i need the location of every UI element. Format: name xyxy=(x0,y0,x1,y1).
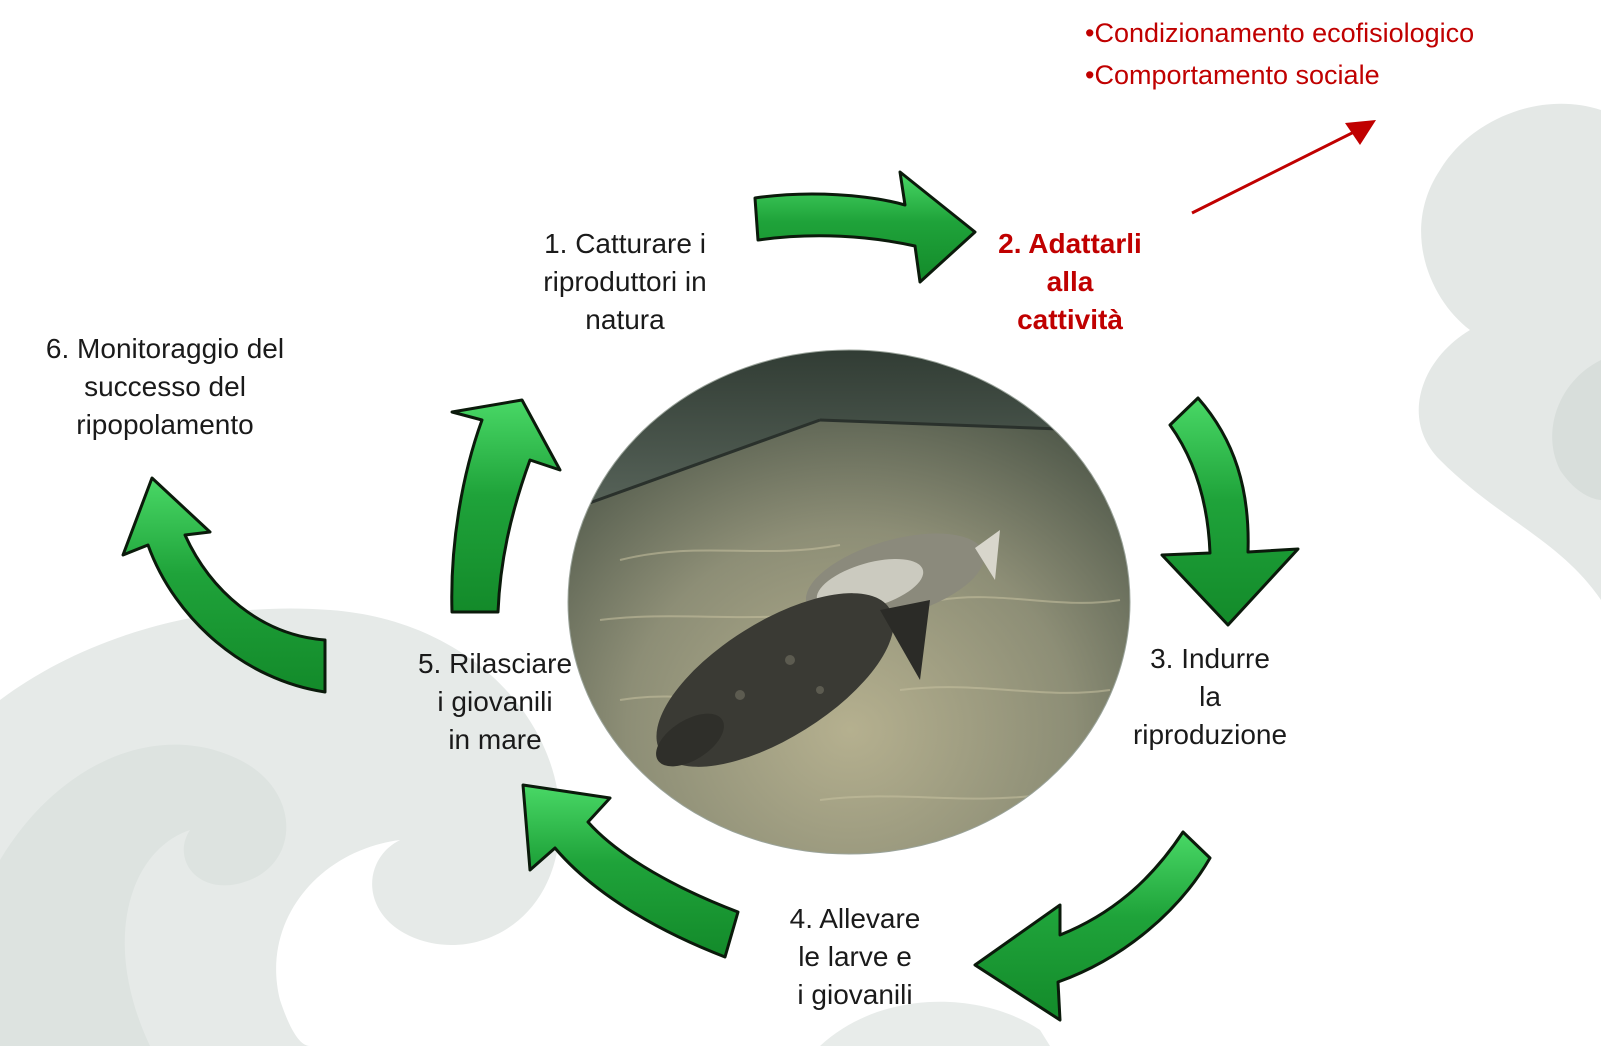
arrow-to-step6 xyxy=(123,478,325,692)
note-item: •Comportamento sociale xyxy=(1085,54,1474,96)
arrow-step3-to-step4 xyxy=(975,832,1210,1020)
arrow-step1-to-step2 xyxy=(755,172,975,282)
step-6-label: 6. Monitoraggio del successo del ripopol… xyxy=(0,330,330,444)
arrow-step2-to-step3 xyxy=(1162,398,1298,625)
step-4-label: 4. Allevare le larve e i giovanili xyxy=(755,900,955,1014)
step-5-label: 5. Rilasciare i giovanili in mare xyxy=(390,645,600,759)
arrow-step5-to-step1 xyxy=(452,400,560,612)
step-2-label: 2. Adattarli alla cattività xyxy=(970,225,1170,339)
arrow-step4-to-step5 xyxy=(523,785,738,957)
red-pointer-arrow xyxy=(1192,120,1376,213)
step-2-notes: •Condizionamento ecofisiologico •Comport… xyxy=(1085,12,1474,96)
step-1-label: 1. Catturare i riproduttori in natura xyxy=(510,225,740,339)
step-3-label: 3. Indurre la riproduzione xyxy=(1105,640,1315,754)
note-item: •Condizionamento ecofisiologico xyxy=(1085,12,1474,54)
